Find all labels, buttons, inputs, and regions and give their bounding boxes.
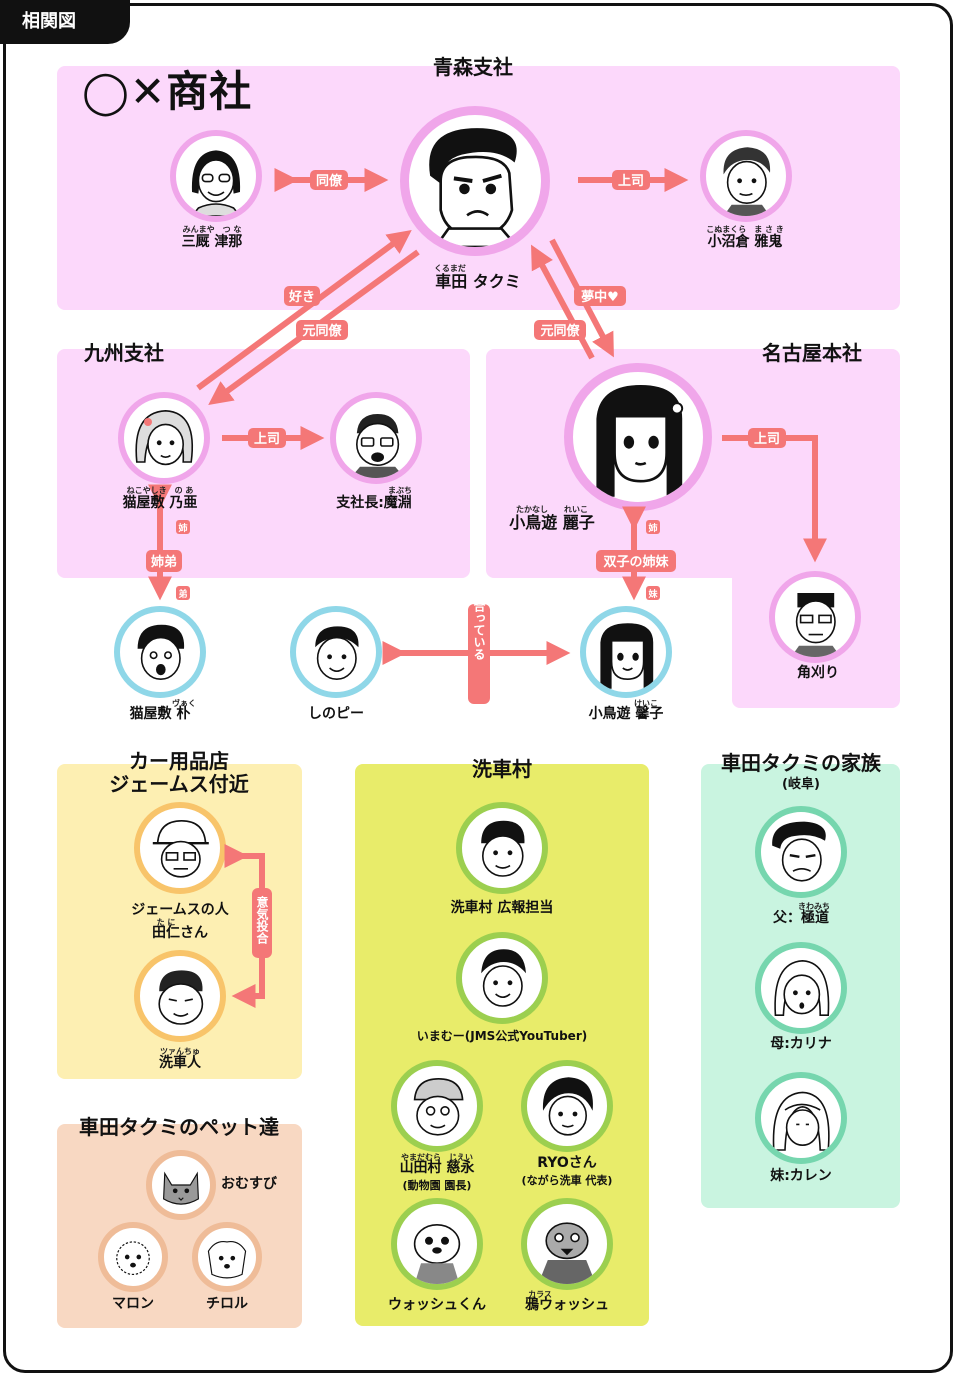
portrait-james: [134, 802, 226, 894]
sub-ryo: (ながら洗車 代表): [521, 1174, 613, 1187]
portrait-konuma: [700, 130, 792, 222]
name-james-2: 田仁さん: [152, 925, 208, 941]
company-name: ◯✕商社: [82, 67, 253, 116]
ruby-father: きわみち: [798, 902, 830, 911]
portrait-mimmaya: [170, 130, 262, 222]
portrait-reiko: [564, 363, 712, 511]
name-konuma: 小沼倉 雅鬼: [707, 234, 783, 250]
ruby-vaku: ヴぁく: [172, 699, 196, 708]
name-kadokari: 角刈り: [797, 665, 839, 681]
portrait-wash: [391, 1198, 483, 1290]
name-mabuchi: 支社長:魔淵: [336, 495, 412, 511]
portrait-shinopi: [290, 606, 382, 698]
name-james-1: ジェームスの人: [131, 902, 229, 918]
portrait-senshajin: [134, 950, 226, 1042]
ruby-senshajin: ツァんちゅ: [160, 1047, 200, 1056]
name-karasu: 鴉ウォッシュ: [525, 1297, 609, 1313]
ruby-noa: ねこやしき の あ: [126, 486, 194, 495]
name-ryo: RYOさん: [537, 1155, 597, 1171]
portrait-takumi: [400, 106, 550, 256]
name-keiko: 小鳥遊 馨子: [588, 706, 664, 722]
ruby-yamada: やまだむら じえい: [401, 1153, 473, 1162]
ruby-james: た に: [156, 918, 176, 927]
name-takumi: 車田 タクミ: [435, 272, 521, 291]
ruby-mimmaya: みんまや つ な: [182, 225, 242, 234]
portrait-mother: [755, 942, 847, 1034]
ruby-mabuchi: まぶち: [387, 486, 413, 495]
portrait-maron: [98, 1222, 168, 1292]
sub-yamada: (動物園 園長): [402, 1179, 472, 1192]
name-chiroru: チロル: [206, 1296, 248, 1312]
car-shop-title: カー用品店 ジェームス付近: [109, 749, 249, 796]
name-koho: 洗車村 広報担当: [450, 900, 554, 916]
portrait-ryo: [521, 1060, 613, 1152]
name-omusubi: おむすび: [221, 1176, 277, 1192]
name-mimmaya: 三厩 津那: [181, 234, 243, 250]
portrait-vaku: [114, 606, 206, 698]
senshamura-title: 洗車村: [472, 757, 532, 781]
portrait-kadokari: [769, 571, 861, 663]
portrait-omusubi: [146, 1150, 216, 1220]
header-tab: 相関図: [0, 0, 130, 44]
aomori-title: 青森支社: [433, 55, 513, 79]
ruby-keiko: けいこ: [634, 699, 658, 708]
portrait-chiroru: [192, 1222, 262, 1292]
family-subtitle: (岐阜): [782, 777, 820, 792]
name-father: 父：極道: [773, 910, 829, 926]
name-maron: マロン: [112, 1296, 154, 1312]
name-vaku: 猫屋敷 朴: [129, 706, 191, 722]
name-senshajin: 洗車人: [159, 1055, 201, 1071]
portrait-father: [755, 806, 847, 898]
portrait-yamada: [391, 1060, 483, 1152]
name-reiko: 小鳥遊 麗子: [509, 513, 595, 532]
name-shinopi: しのピー: [308, 706, 364, 722]
pets-title: 車田タクミのペット達: [79, 1115, 279, 1139]
portrait-sister: [755, 1072, 847, 1164]
name-imamu: いまむー(JMS公式YouTuber): [416, 1029, 588, 1043]
ruby-karasu: カラス: [528, 1290, 552, 1299]
name-wash: ウォッシュくん: [388, 1297, 486, 1313]
portrait-imamu: [456, 932, 548, 1024]
kyushu-title: 九州支社: [84, 341, 164, 365]
ruby-takumi: くるまだ: [434, 264, 466, 273]
portrait-karasu: [521, 1198, 613, 1290]
name-noa: 猫屋敷 乃亜: [122, 495, 198, 511]
ruby-konuma: こぬまくら ま さ き: [706, 225, 784, 234]
portrait-koho: [456, 802, 548, 894]
name-sister: 妹:カレン: [770, 1168, 832, 1184]
portrait-noa: [118, 392, 210, 484]
ruby-reiko: たかなし れいこ: [516, 505, 588, 514]
name-mother: 母:カリナ: [770, 1036, 832, 1052]
family-title: 車田タクミの家族: [721, 751, 881, 775]
nagoya-title: 名古屋本社: [762, 341, 862, 365]
name-yamada: 山田村 慈永: [399, 1160, 475, 1176]
portrait-mabuchi: [330, 392, 422, 484]
portrait-keiko: [580, 606, 672, 698]
